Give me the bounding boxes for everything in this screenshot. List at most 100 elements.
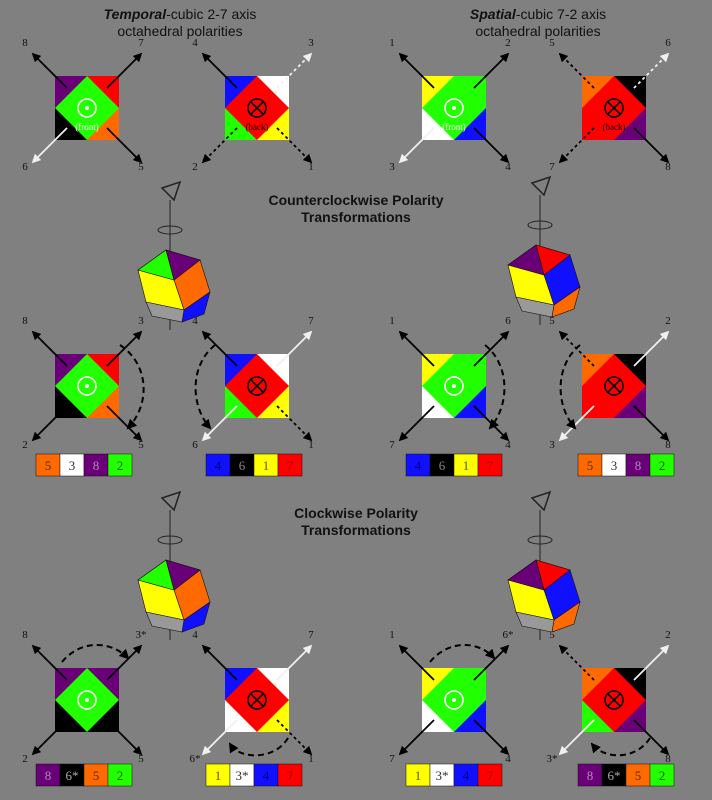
section-title-cw: Clockwise Polarity Transformations — [236, 505, 476, 539]
corner-number-label: 5 — [138, 439, 144, 451]
strip-number: 7 — [487, 768, 494, 783]
cross-circle-icon — [247, 376, 267, 396]
cube-face — [145, 611, 185, 633]
corner-number-label: 2 — [22, 753, 28, 765]
rotating-cube — [507, 175, 581, 325]
corner-number-label: 8 — [665, 753, 671, 765]
cross-circle-icon — [604, 376, 624, 396]
corner-number-label: 4 — [192, 315, 198, 327]
strip-number: 4 — [215, 458, 222, 473]
strip-number: 8 — [45, 768, 52, 783]
polarity-square: (front) 1 2 3 4 — [389, 37, 511, 173]
rotation-arrow-icon — [157, 535, 183, 545]
polarity-arrow — [633, 330, 670, 367]
polarity-arrow — [276, 405, 313, 442]
dot-icon — [452, 698, 456, 702]
corner-number-label: 4 — [505, 439, 511, 451]
corner-number-label: 6 — [665, 37, 671, 49]
polarity-arrow — [633, 52, 670, 89]
dot-circle-icon — [77, 98, 97, 118]
strip-number: 5 — [45, 458, 52, 473]
transformation-arc — [119, 344, 145, 430]
cross-circle-icon — [604, 98, 624, 118]
strip-number: 8 — [93, 458, 100, 473]
dot-icon — [85, 106, 89, 110]
strip-cell — [107, 453, 133, 477]
cube-face — [145, 301, 185, 323]
polarity-arrow — [633, 719, 670, 756]
polarity-arrow — [31, 405, 68, 442]
corner-number-label: 7 — [308, 315, 314, 327]
polarity-arrow — [473, 127, 510, 164]
cross-line — [250, 379, 264, 393]
cross-line — [250, 101, 264, 115]
polarity-arrow — [558, 127, 595, 164]
strip-cell — [277, 763, 303, 787]
polarity-arrow — [31, 127, 68, 164]
dot-icon — [452, 106, 456, 110]
cross-circle-icon — [247, 98, 267, 118]
face-label: (back) — [603, 122, 626, 132]
corner-number-label: 4 — [505, 161, 511, 173]
corner-number-label: 7 — [389, 753, 395, 765]
corner-number-label: 7 — [138, 37, 144, 49]
strip-number: 3 — [611, 458, 618, 473]
header-spatial-line2: octahedral polarities — [475, 23, 601, 39]
corner-number-label: 4 — [505, 753, 511, 765]
cross-line — [607, 101, 621, 115]
cross-circle-icon — [604, 690, 624, 710]
header-temporal-line2: octahedral polarities — [117, 23, 243, 39]
corner-number-label: 3 — [389, 161, 395, 173]
polarity-arrow — [276, 644, 313, 681]
polarity-arrow — [633, 644, 670, 681]
polarity-arrow — [398, 644, 435, 681]
polarity-arrow — [633, 405, 670, 442]
header-temporal-rest: -cubic 2-7 axis — [166, 6, 257, 22]
strip-number: 1 — [463, 458, 470, 473]
strip-number: 1 — [263, 458, 270, 473]
strip-number: 7 — [287, 768, 294, 783]
strip-number: 8 — [587, 768, 594, 783]
polarity-arrow — [398, 127, 435, 164]
corner-number-label: 3* — [136, 629, 147, 641]
polarity-arrow — [398, 719, 435, 756]
corner-number-label: 5 — [138, 161, 144, 173]
corner-number-label: 8 — [22, 37, 28, 49]
cube-face — [507, 559, 545, 591]
strip-number: 4 — [463, 768, 470, 783]
corner-number-label: 2 — [505, 37, 511, 49]
polarity-arrow — [201, 52, 238, 89]
eye-icon — [160, 180, 182, 202]
corner-number-label: 6 — [505, 315, 511, 327]
corner-number-label: 8 — [665, 439, 671, 451]
corner-number-label: 8 — [22, 315, 28, 327]
polarity-arrow — [558, 330, 595, 367]
polarity-arrow — [201, 719, 238, 756]
eye-icon — [530, 175, 552, 197]
section-ccw-line1: Counterclockwise Polarity — [268, 192, 444, 208]
face-label: (front) — [442, 122, 466, 132]
corner-number-label: 3 — [549, 439, 555, 451]
corner-number-label: 6 — [22, 161, 28, 173]
dot-icon — [85, 384, 89, 388]
strip-number: 4 — [415, 458, 422, 473]
corner-number-label: 5 — [549, 315, 555, 327]
corner-number-label: 1 — [389, 37, 395, 49]
corner-number-label: 1 — [308, 753, 314, 765]
strip-cell — [649, 763, 675, 787]
polarity-arrow — [276, 52, 313, 89]
cross-line — [607, 379, 621, 393]
polarity-arrow — [473, 644, 510, 681]
